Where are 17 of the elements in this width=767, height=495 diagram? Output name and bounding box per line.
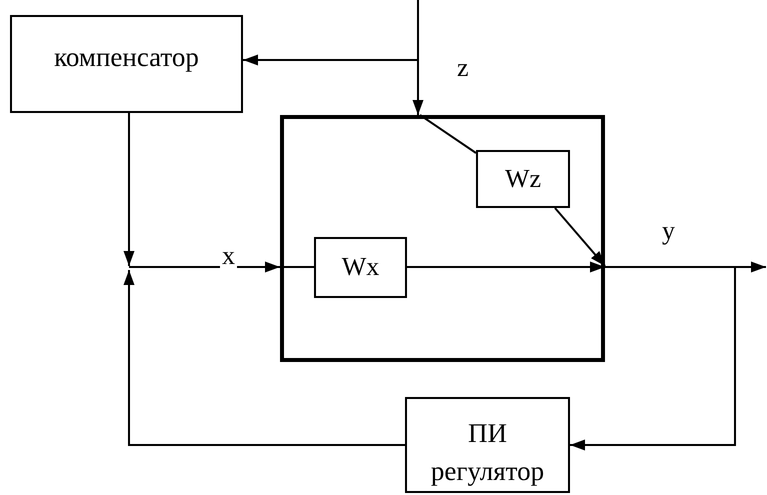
block-label: Wx — [342, 251, 380, 284]
block-box — [314, 237, 407, 298]
arrow — [570, 266, 736, 450]
connector-line — [419, 114, 477, 154]
arrow — [243, 54, 418, 66]
arrow — [124, 113, 134, 266]
arrow — [129, 262, 280, 272]
arrow — [124, 270, 405, 446]
block-label: ПИ регулятор — [430, 417, 546, 488]
block-label: компенсатор — [54, 41, 199, 74]
block-label: Wz — [504, 162, 542, 195]
block-box — [280, 115, 605, 362]
block-box — [10, 15, 243, 113]
block-box — [476, 150, 570, 208]
block-box — [405, 397, 570, 493]
arrow — [554, 207, 606, 267]
arrow — [412, 0, 424, 115]
